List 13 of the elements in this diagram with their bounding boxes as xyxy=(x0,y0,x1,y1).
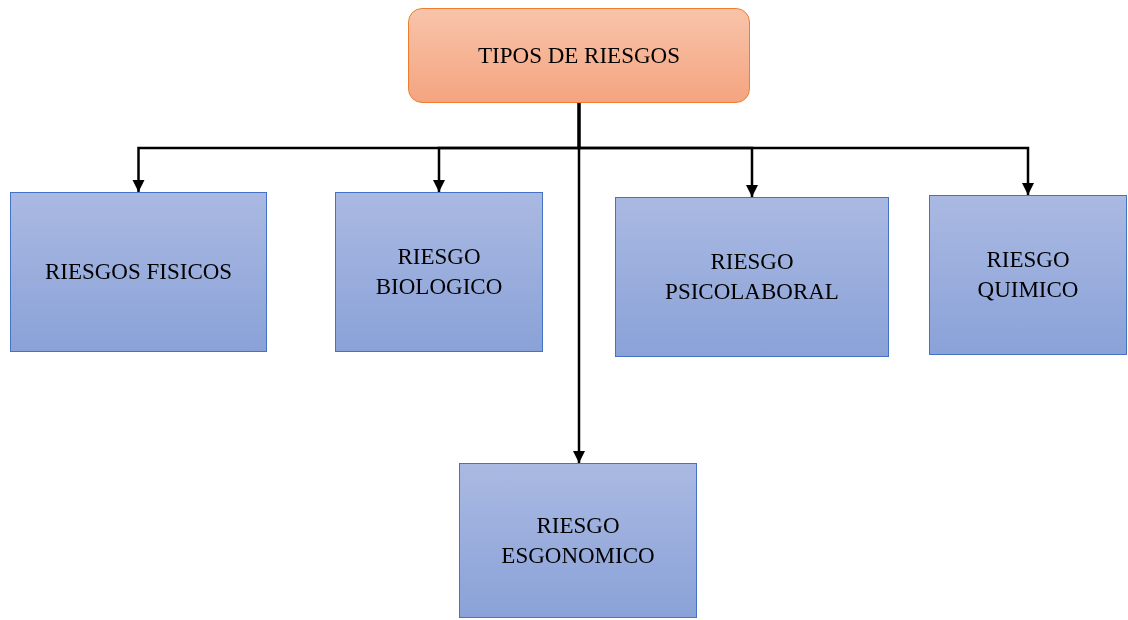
box-label: RIESGO QUIMICO xyxy=(976,246,1080,304)
category-box xyxy=(335,192,543,352)
arrow xyxy=(577,103,1035,195)
box-label: RIESGO PSICOLABORAL xyxy=(664,248,840,306)
root-box xyxy=(408,8,750,103)
box-label: TIPOS DE RIESGOS xyxy=(478,41,680,70)
box-label: RIESGO ESGONOMICO xyxy=(500,511,656,570)
box-label: RIESGO BIOLOGICO xyxy=(374,243,504,301)
category-box xyxy=(10,192,267,352)
category-box xyxy=(615,197,889,357)
box-label: RIESGOS FISICOS xyxy=(44,258,233,287)
category-box xyxy=(459,463,697,618)
category-box xyxy=(929,195,1127,355)
